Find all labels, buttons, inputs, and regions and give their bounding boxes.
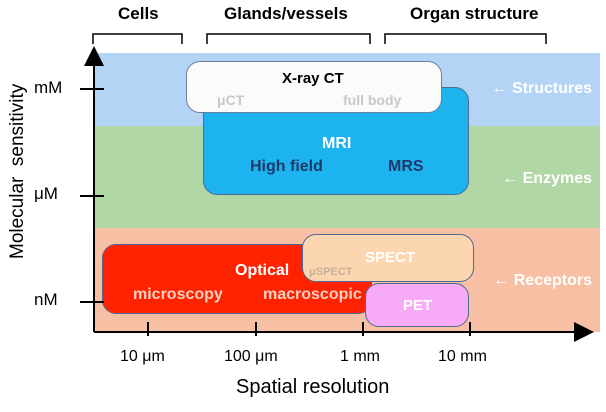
bracket-cells bbox=[92, 33, 183, 44]
xray-micro-ct: μCT bbox=[217, 92, 245, 108]
optical-title: Optical bbox=[235, 262, 290, 279]
spect-box: SPECT μSPECT bbox=[302, 234, 474, 282]
x-tick-10mm bbox=[469, 322, 471, 336]
bracket-glands-vessels bbox=[206, 33, 371, 44]
x-tick-label-10mm: 10 mm bbox=[438, 348, 487, 365]
x-tick-label-1mm: 1 mm bbox=[340, 348, 380, 365]
spect-micro: μSPECT bbox=[309, 266, 353, 278]
y-tick-mm bbox=[80, 88, 104, 90]
y-tick-label-um: μM bbox=[34, 184, 58, 203]
spect-title: SPECT bbox=[365, 249, 416, 266]
y-tick-um bbox=[80, 195, 104, 197]
x-tick-10um bbox=[147, 322, 149, 336]
category-organ-structure: Organ structure bbox=[410, 4, 539, 23]
band-label-structures: ← Structures bbox=[491, 80, 592, 97]
optical-macroscopic: macroscopic bbox=[263, 286, 362, 303]
bracket-organ-structure bbox=[384, 33, 547, 44]
band-label-receptors: ← Receptors bbox=[493, 272, 592, 289]
category-glands-vessels: Glands/vessels bbox=[224, 4, 348, 23]
category-cells: Cells bbox=[118, 4, 159, 23]
y-tick-label-nm: nM bbox=[34, 290, 58, 309]
pet-title: PET bbox=[403, 297, 433, 314]
band-label-enzymes: ← Enzymes bbox=[502, 170, 592, 187]
y-axis-title: Molecular sensitivity bbox=[7, 83, 28, 259]
pet-box: PET bbox=[365, 283, 469, 327]
mri-title: MRI bbox=[322, 135, 352, 152]
y-tick-nm bbox=[80, 301, 104, 303]
xray-full-body: full body bbox=[343, 92, 402, 108]
x-tick-label-10um: 10 μm bbox=[120, 348, 165, 365]
x-axis-title: Spatial resolution bbox=[236, 376, 390, 398]
x-tick-label-100um: 100 μm bbox=[224, 348, 278, 365]
y-tick-label-mm: mM bbox=[34, 78, 63, 97]
x-tick-100um bbox=[255, 322, 257, 336]
xray-ct-title: X-ray CT bbox=[282, 70, 344, 87]
mri-high-field: High field bbox=[250, 158, 323, 175]
xray-ct-box: X-ray CT μCT full body bbox=[186, 61, 442, 113]
mri-mrs: MRS bbox=[388, 158, 424, 175]
x-tick-1mm bbox=[362, 322, 364, 336]
optical-microscopy: microscopy bbox=[133, 286, 223, 303]
